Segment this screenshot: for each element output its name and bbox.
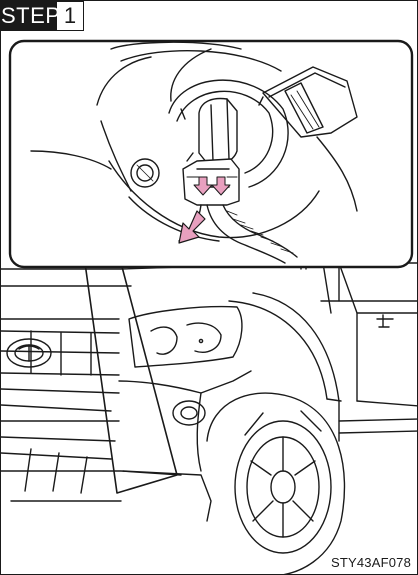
truck-drawing	[1, 263, 418, 575]
step-word: STEP	[1, 1, 57, 31]
step-label: STEP 1	[1, 1, 85, 31]
detail-callout-box	[10, 41, 412, 267]
figure-code: STY43AF078	[331, 555, 411, 570]
step-number: 1	[57, 1, 84, 31]
